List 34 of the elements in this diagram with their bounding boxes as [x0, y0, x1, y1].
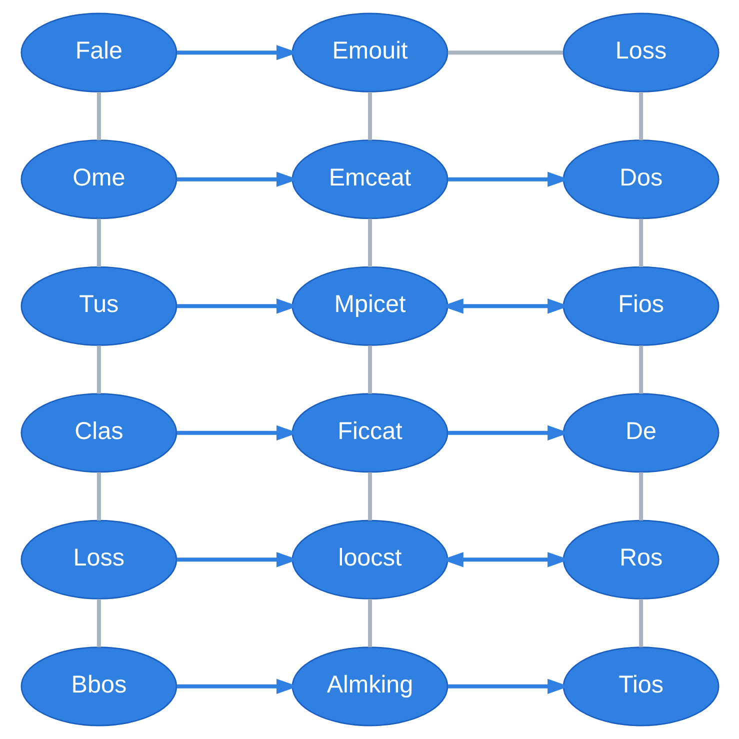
connector — [367, 346, 372, 394]
connector — [96, 599, 100, 648]
connector — [96, 92, 100, 140]
connector — [96, 472, 100, 521]
node-ellipse: Emouit — [291, 12, 448, 92]
node-ellipse: Loss — [562, 12, 719, 92]
connector — [367, 92, 372, 140]
connector — [367, 218, 372, 267]
node-ellipse: De — [562, 393, 719, 473]
connector — [447, 50, 563, 55]
node-ellipse: Dos — [562, 140, 719, 220]
connector — [638, 599, 643, 648]
connector — [367, 472, 372, 521]
connector — [638, 218, 643, 267]
node-ellipse: Almking — [291, 646, 448, 726]
connector — [638, 472, 643, 521]
node-ellipse: Ros — [562, 520, 719, 600]
node-ellipse: Ficcat — [291, 393, 448, 473]
connector — [96, 346, 100, 394]
connector — [638, 346, 643, 394]
node-ellipse: Emceat — [291, 140, 448, 220]
node-ellipse: Ome — [20, 140, 177, 220]
node-ellipse: Fale — [20, 12, 177, 92]
connector — [96, 218, 100, 267]
node-ellipse: Bbos — [20, 646, 177, 726]
node-ellipse: Clas — [20, 393, 177, 473]
node-ellipse: Tus — [20, 266, 177, 346]
node-ellipse: Fios — [562, 266, 719, 346]
node-ellipse: loocst — [291, 520, 448, 600]
node-ellipse: Mpicet — [291, 266, 448, 346]
connector — [367, 599, 372, 648]
node-ellipse: Loss — [20, 520, 177, 600]
connector — [638, 92, 643, 140]
node-ellipse: Tios — [562, 646, 719, 726]
